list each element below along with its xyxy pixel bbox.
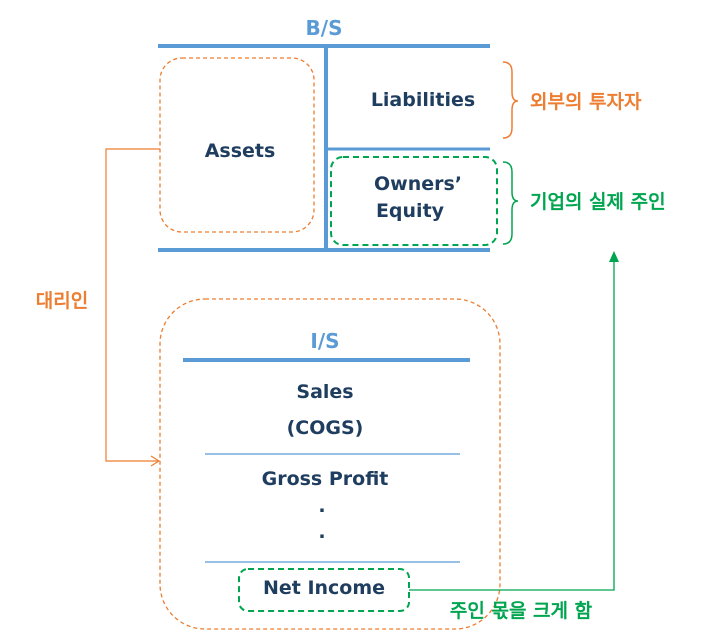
liabilities-note: 외부의 투자자 — [530, 91, 642, 113]
ellipsis-dot-1: . — [318, 495, 325, 517]
agent-connector: 대리인 — [28, 148, 161, 467]
net-income-connector-line — [409, 257, 615, 591]
cogs-label: (COGS) — [287, 417, 364, 439]
equity-note: 기업의 실제 주인 — [530, 191, 666, 213]
net-income-arrowhead — [609, 251, 619, 262]
balance-sheet: B/S Assets Liabilities Owners’ Equity — [158, 16, 498, 252]
equity-label-line2: Equity — [376, 200, 445, 222]
agent-arrowhead — [150, 455, 161, 467]
is-title: I/S — [310, 329, 339, 353]
assets-dashed-box — [159, 57, 315, 233]
agent-connector-line — [105, 148, 160, 462]
agent-label-bg — [28, 285, 94, 315]
net-income-note: 주인 몫을 크게 함 — [450, 600, 593, 622]
gross-profit-label: Gross Profit — [262, 468, 389, 490]
net-income-connector: 주인 몫을 크게 함 — [409, 251, 619, 622]
equity-label-line1: Owners’ — [374, 173, 462, 195]
liabilities-brace — [502, 61, 519, 139]
income-statement: I/S Sales (COGS) Gross Profit . . Net In… — [159, 298, 501, 630]
assets-label: Assets — [205, 140, 276, 162]
liabilities-label: Liabilities — [371, 89, 475, 111]
ellipsis-dot-2: . — [318, 521, 325, 543]
sales-label: Sales — [296, 381, 353, 403]
liabilities-annotation: 외부의 투자자 — [502, 61, 642, 139]
equity-brace — [502, 161, 519, 245]
bs-title: B/S — [306, 16, 343, 40]
agent-note: 대리인 — [36, 290, 88, 312]
net-income-label: Net Income — [263, 577, 385, 599]
is-dashed-box — [159, 298, 501, 630]
equity-dashed-box — [330, 156, 498, 246]
net-income-dashed-box — [238, 568, 410, 612]
equity-annotation: 기업의 실제 주인 — [502, 161, 666, 245]
